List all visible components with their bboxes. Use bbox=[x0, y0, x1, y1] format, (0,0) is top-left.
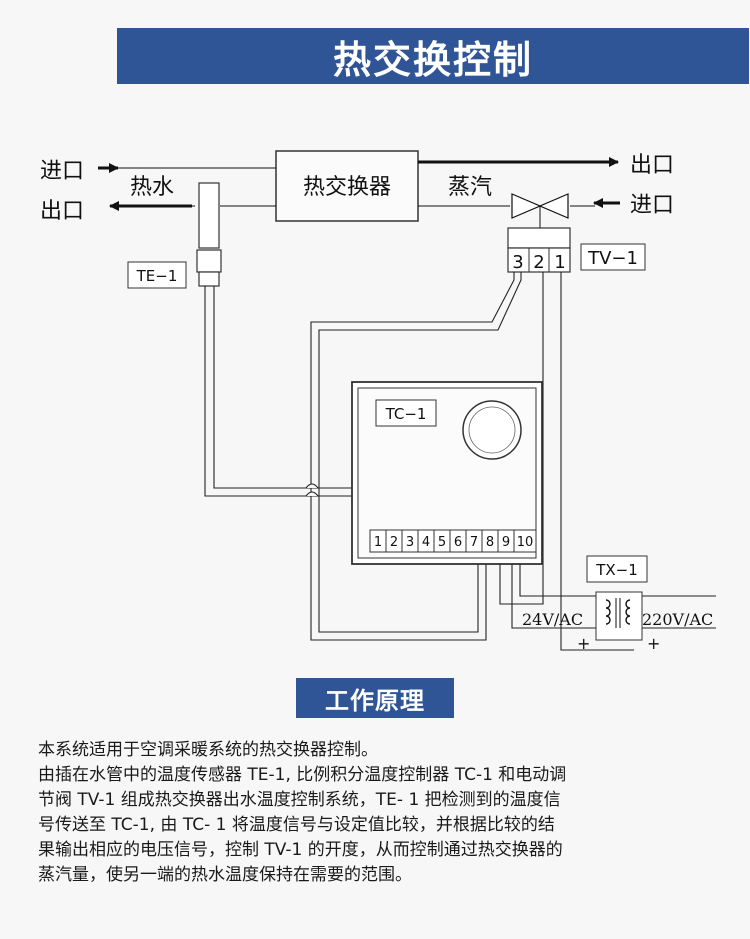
right-inlet-label: 进口 bbox=[630, 193, 674, 218]
description-line: 本系统适用于空调采暖系统的热交换器控制。 bbox=[38, 740, 378, 760]
heat-exchanger-box bbox=[275, 150, 419, 222]
wire-crossover bbox=[305, 483, 319, 497]
sensor-probe bbox=[198, 182, 220, 249]
description-line: 蒸汽量，使另一端的热水温度保持在需要的范围。 bbox=[38, 865, 412, 885]
controller-terminal-2: 2 bbox=[390, 535, 398, 550]
hot-water-label: 热水 bbox=[130, 175, 174, 200]
valve-terminal-2: 2 bbox=[533, 252, 544, 273]
controller-terminal-7: 7 bbox=[470, 535, 478, 550]
setpoint-dial bbox=[462, 400, 522, 460]
title-banner: 热交换控制 bbox=[117, 28, 749, 84]
controller-terminal-4: 4 bbox=[422, 535, 430, 550]
description-line: 果输出相应的电压信号，控制 TV-1 的开度，从而控制通过热交换器的 bbox=[38, 840, 563, 860]
valve-terminal-block bbox=[507, 247, 571, 273]
section-title: 工作原理 bbox=[325, 686, 425, 715]
controller-terminal-10: 10 bbox=[517, 535, 534, 550]
te1-label: TE−1 bbox=[136, 267, 178, 285]
controller-terminal-8: 8 bbox=[486, 535, 494, 550]
left-outlet-label: 出口 bbox=[40, 199, 84, 224]
description-text: 本系统适用于空调采暖系统的热交换器控制。 由插在水管中的温度传感器 TE-1, … bbox=[38, 738, 728, 888]
tv1-label-box bbox=[580, 243, 646, 271]
voltage-220v-label: 220V/AC bbox=[642, 610, 713, 629]
transformer-coil-right bbox=[625, 599, 631, 625]
valve-terminal-1: 1 bbox=[554, 252, 565, 273]
transformer-coil-left bbox=[605, 599, 611, 625]
tx1-label: TX−1 bbox=[595, 561, 638, 579]
left-inlet-label: 进口 bbox=[40, 159, 84, 184]
description-line: 号传送至 TC-1, 由 TC- 1 将温度信号与设定值比较，并根据比较的结 bbox=[38, 815, 555, 835]
controller-terminal-6: 6 bbox=[454, 535, 462, 550]
transformer-box bbox=[595, 591, 643, 641]
description-line: 由插在水管中的温度传感器 TE-1, 比例积分温度控制器 TC-1 和电动调 bbox=[38, 765, 567, 785]
tc1-label: TC−1 bbox=[385, 405, 427, 423]
plus-left: + bbox=[577, 634, 590, 653]
plus-right: + bbox=[647, 634, 660, 653]
valve-terminal-dividers bbox=[528, 248, 550, 272]
controller-terminal-5: 5 bbox=[438, 535, 446, 550]
transformer-core bbox=[615, 598, 621, 628]
tx1-label-box bbox=[586, 555, 648, 583]
controller-terminal-9: 9 bbox=[502, 535, 510, 550]
controller-terminal-1: 1 bbox=[374, 535, 382, 550]
section-banner: 工作原理 bbox=[296, 678, 454, 718]
sensor-head bbox=[196, 249, 222, 273]
te1-label-box bbox=[127, 261, 187, 289]
valve-actuator bbox=[507, 227, 571, 249]
description-line: 节阀 TV-1 组成热交换器出水温度控制系统，TE- 1 把检测到的温度信 bbox=[38, 790, 561, 810]
heat-exchanger-label: 热交换器 bbox=[303, 175, 391, 200]
sensor-base bbox=[198, 271, 220, 287]
setpoint-dial-inner bbox=[468, 406, 516, 454]
controller-terminal-3: 3 bbox=[406, 535, 414, 550]
valve-terminal-3: 3 bbox=[512, 252, 523, 273]
steam-label: 蒸汽 bbox=[448, 175, 492, 200]
page-title: 热交换控制 bbox=[332, 37, 533, 82]
voltage-24v-label: 24V/AC bbox=[522, 610, 583, 629]
tv1-label: TV−1 bbox=[587, 248, 638, 269]
controller-terminal-cell bbox=[513, 529, 537, 553]
right-outlet-label: 出口 bbox=[630, 153, 674, 178]
tc1-label-box bbox=[375, 399, 437, 427]
